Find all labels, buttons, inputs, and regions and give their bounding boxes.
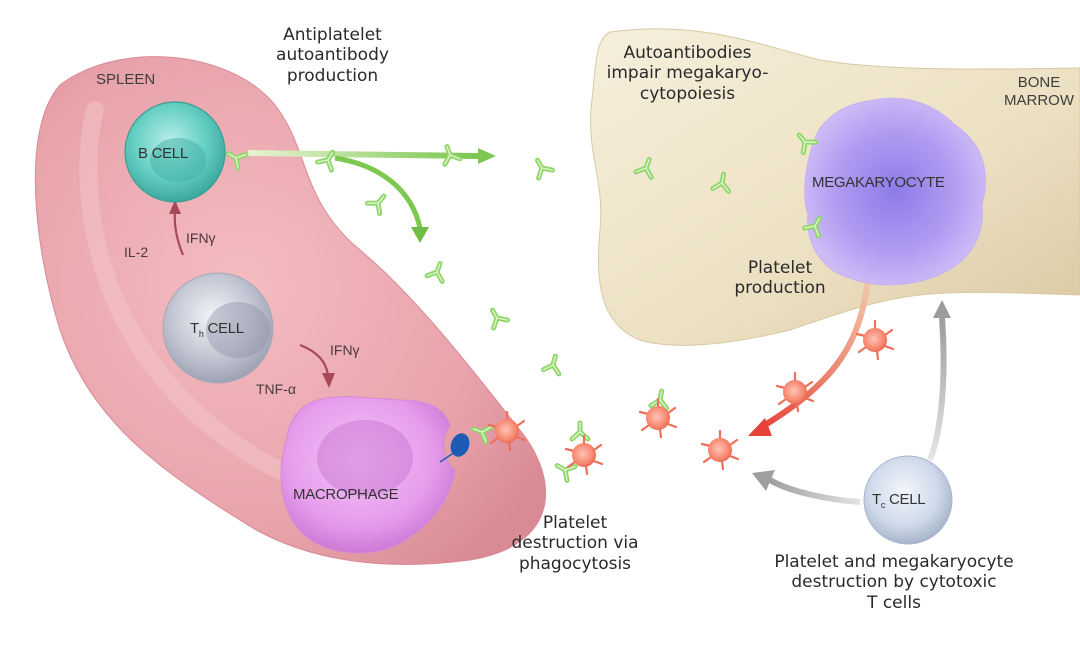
antibody-icon — [572, 423, 588, 439]
caption-phagocytosis-line3: phagocytosis — [518, 553, 632, 574]
cytokine-arrowhead-to-bcell — [169, 200, 181, 214]
caption-production-line2: production — [734, 278, 826, 299]
caption-antiplatelet-line3: production — [286, 65, 379, 86]
platelet-icon — [700, 429, 740, 471]
il2-label: IL-2 — [124, 244, 149, 260]
bone-marrow-label: BONE MARROW — [1004, 74, 1074, 110]
tc-attack-platelet-arrow — [768, 477, 861, 505]
antibody-icon — [531, 156, 553, 178]
macrophage-label: MACROPHAGE — [293, 486, 399, 503]
caption-impair-line1: Autoantibodies — [623, 43, 752, 63]
th-cell-label: Th CELL — [190, 320, 244, 340]
spleen-inner-shade — [79, 101, 309, 489]
tc-cell-label-sub: c — [880, 500, 886, 510]
caption-impair-line3: cytopoiesis — [639, 83, 736, 104]
th-cell — [162, 272, 274, 384]
fc-receptor — [439, 433, 470, 463]
th-cell-label-sub: h — [198, 329, 204, 339]
ifng-bcell-label: IFNγ — [186, 230, 216, 246]
antibody-flow-arrowhead-branch — [411, 227, 429, 243]
bone-marrow-label-line2: MARROW — [1004, 92, 1074, 109]
b-cell — [124, 101, 226, 203]
caption-cytotoxic: Platelet and megakaryocyte destruction b… — [724, 552, 1064, 613]
caption-phagocytosis: Platelet destruction via phagocytosis — [495, 513, 655, 574]
tc-cell-label-main: T — [872, 491, 881, 508]
caption-phagocytosis-line2: destruction via — [511, 533, 639, 554]
tc-cell-label: Tc CELL — [872, 491, 926, 511]
th-cell-label-suffix: CELL — [207, 320, 244, 337]
b-cell-label: B CELL — [138, 145, 188, 162]
platelet-icon — [638, 397, 678, 439]
spleen-label: SPLEEN — [96, 71, 156, 88]
antibody-icon — [543, 354, 563, 374]
tc-attack-megakaryocyte-arrowhead — [933, 300, 951, 318]
megakaryocyte-label: MEGAKARYOCYTE — [812, 174, 945, 191]
cytokine-arrow-to-macrophage — [299, 343, 330, 376]
antibody-icon — [427, 261, 448, 282]
caption-production-line1: Platelet — [747, 258, 813, 278]
platelet-release-arrowhead — [748, 418, 772, 436]
platelet-icon — [855, 319, 895, 361]
caption-antiplatelet: Antiplatelet autoantibody production — [255, 25, 410, 86]
platelet-release-arrow — [758, 279, 871, 431]
macrophage-cell — [280, 396, 456, 554]
th-cell-label-main: T — [190, 320, 199, 337]
bone-marrow-label-line1: BONE — [1017, 74, 1061, 91]
antibody-icon — [553, 459, 575, 481]
caption-production: Platelet production — [720, 258, 840, 299]
antibody-flow-arrow-main — [247, 150, 479, 159]
caption-impair: Autoantibodies impair megakaryo- cytopoi… — [605, 43, 770, 104]
antibody-icon — [651, 390, 670, 409]
antibody-flow-arrow-branch — [334, 155, 423, 229]
antibody-icon — [367, 191, 390, 214]
caption-antiplatelet-line1: Antiplatelet — [283, 25, 382, 45]
antibody-flow-arrowhead-main — [478, 148, 496, 164]
cytokine-arrow-to-bcell — [173, 211, 185, 256]
tnfa-label: TNF-α — [256, 381, 296, 397]
caption-impair-line2: impair megakaryo- — [606, 63, 769, 84]
caption-cytotoxic-line3: T cells — [867, 592, 921, 613]
ifng-macrophage-label: IFNγ — [330, 342, 360, 358]
tc-attack-platelet-arrowhead — [752, 470, 775, 491]
tc-cell-label-suffix: CELL — [888, 491, 926, 508]
tc-attack-megakaryocyte-arrow — [927, 317, 947, 462]
caption-cytotoxic-line1: Platelet and megakaryocyte — [774, 552, 1014, 572]
antibody-icon — [486, 306, 508, 328]
tc-cell — [863, 455, 953, 545]
caption-antiplatelet-line2: autoantibody — [276, 45, 389, 66]
caption-cytotoxic-line2: destruction by cytotoxic — [791, 572, 997, 593]
caption-phagocytosis-line1: Platelet — [542, 513, 608, 533]
cytokine-arrowhead-to-macrophage — [322, 373, 335, 388]
